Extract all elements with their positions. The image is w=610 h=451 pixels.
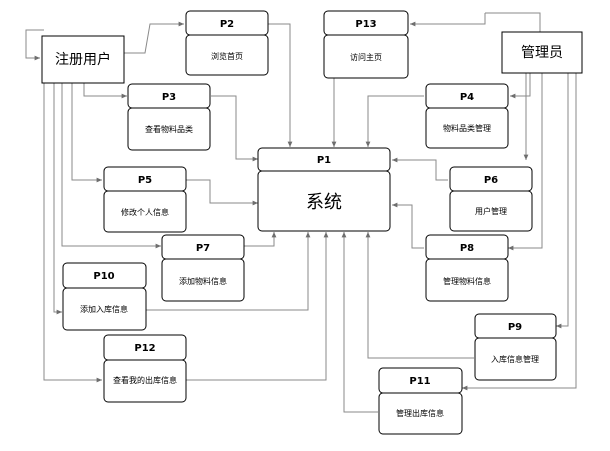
process-p10-id: P10 <box>93 271 114 282</box>
process-p3-label: 查看物料品类 <box>145 124 193 134</box>
connectors <box>25 12 577 413</box>
flow-p2-to-system <box>268 23 293 147</box>
process-p11-id: P11 <box>409 376 430 387</box>
process-p4-label: 物料品类管理 <box>443 123 491 133</box>
process-p11-label: 管理出库信息 <box>396 408 444 418</box>
actor-admin-label: 管理员 <box>521 45 563 61</box>
process-p10[interactable]: P10 添加入库信息 <box>62 262 147 331</box>
process-p5-label: 修改个人信息 <box>121 207 169 217</box>
flow-p12-to-system <box>186 232 329 381</box>
flow-user-to-p12 <box>43 83 102 383</box>
process-p12[interactable]: P12 查看我的出库信息 <box>103 334 187 403</box>
process-p8[interactable]: P8 管理物料信息 <box>425 234 509 302</box>
process-p6[interactable]: P6 用户管理 <box>449 166 533 232</box>
process-p1-id: P1 <box>317 155 331 166</box>
flow-admin-to-p8 <box>508 73 543 251</box>
process-p6-id: P6 <box>484 175 498 186</box>
flow-back-to-user <box>25 29 44 61</box>
flow-user-to-p7 <box>61 83 161 249</box>
actor-registered-user-label: 注册用户 <box>55 51 111 68</box>
process-p4[interactable]: P4 物料品类管理 <box>425 83 509 149</box>
flow-p8-to-system <box>392 202 424 249</box>
process-p12-id: P12 <box>134 343 155 354</box>
process-p1-system[interactable]: P1 系统 <box>257 147 391 232</box>
process-p9-label: 入库信息管理 <box>491 354 539 364</box>
process-p11[interactable]: P11 管理出库信息 <box>378 367 463 435</box>
actor-registered-user[interactable]: 注册用户 <box>41 35 125 84</box>
process-p3-id: P3 <box>162 92 176 103</box>
flow-user-to-p3 <box>83 83 127 99</box>
process-p13-id: P13 <box>355 19 376 30</box>
process-p8-label: 管理物料信息 <box>443 276 491 286</box>
process-p6-label: 用户管理 <box>475 206 507 216</box>
flow-user-to-p2 <box>124 21 184 54</box>
process-p10-label: 添加入库信息 <box>80 304 128 314</box>
flow-p7-to-system <box>244 232 277 247</box>
flow-p6-to-system <box>392 157 448 181</box>
process-p5-id: P5 <box>138 175 152 186</box>
process-p13[interactable]: P13 访问主页 <box>323 10 409 79</box>
flow-p10-to-system <box>146 232 311 311</box>
flow-p3-to-system <box>211 95 258 162</box>
flow-p11-to-system <box>341 232 378 413</box>
process-p9-id: P9 <box>508 322 522 333</box>
actor-admin[interactable]: 管理员 <box>501 31 583 74</box>
process-p7[interactable]: P7 添加物料信息 <box>161 234 245 302</box>
flow-user-to-p5 <box>71 83 102 183</box>
process-p2-label: 浏览首页 <box>211 51 243 61</box>
process-p3[interactable]: P3 查看物料品类 <box>127 83 211 151</box>
flow-p9-to-system <box>365 232 474 359</box>
process-p13-label: 访问主页 <box>350 52 382 62</box>
flow-p5-to-system <box>186 179 258 206</box>
process-p4-id: P4 <box>460 92 474 103</box>
process-p9[interactable]: P9 入库信息管理 <box>474 313 557 381</box>
flow-admin-to-p13 <box>410 13 486 27</box>
process-p7-id: P7 <box>196 243 210 254</box>
flow-admin-to-p11 <box>462 73 577 391</box>
flow-p4-to-system <box>365 95 424 147</box>
flow-admin-to-p9 <box>556 73 569 329</box>
process-p5[interactable]: P5 修改个人信息 <box>103 166 187 233</box>
flow-admin-top <box>485 12 541 32</box>
process-p1-label: 系统 <box>306 192 342 213</box>
process-p2[interactable]: P2 浏览首页 <box>185 10 269 76</box>
process-p7-label: 添加物料信息 <box>179 276 227 286</box>
process-p12-label: 查看我的出库信息 <box>113 375 177 385</box>
process-p2-id: P2 <box>220 19 234 30</box>
flow-admin-to-p4 <box>510 73 531 99</box>
flow-user-to-p10 <box>53 83 62 315</box>
process-p8-id: P8 <box>460 243 474 254</box>
